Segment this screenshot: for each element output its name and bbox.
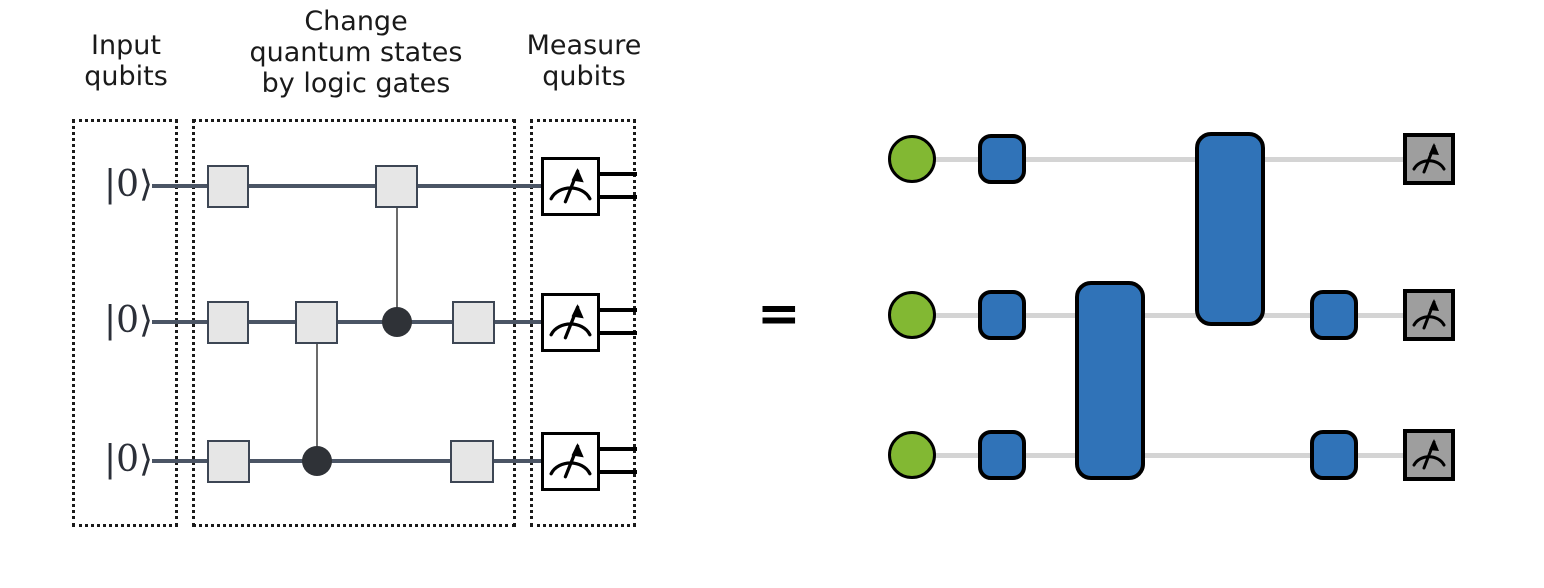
ket-label-q2: |0⟩ [104, 439, 154, 480]
caption-line: qubits [84, 61, 168, 92]
meter-gauge-icon [1412, 143, 1446, 174]
blue-gate-q2-2[interactable] [1310, 430, 1358, 480]
caption-line: qubits [542, 61, 626, 92]
measure-meter-q0[interactable] [541, 157, 600, 216]
measure-meter-q2[interactable] [541, 432, 600, 491]
ket-label-q0: |0⟩ [104, 164, 154, 205]
blue-gate-q0-1[interactable] [978, 134, 1026, 184]
gate-q1-a[interactable] [207, 301, 249, 344]
ket-label-q1: |0⟩ [104, 300, 154, 341]
caption-change-states: Change quantum states by logic gates [236, 6, 476, 99]
right-measure-meter-q2[interactable] [1403, 429, 1455, 481]
measure-output-lead-q2-upper [600, 447, 637, 451]
gate-q2-a[interactable] [207, 440, 250, 483]
right-measure-meter-q1[interactable] [1403, 289, 1455, 341]
measure-output-lead-q1-upper [600, 308, 637, 312]
blue-gate-two-qubit-q0q1[interactable] [1195, 132, 1265, 326]
measure-meter-q1[interactable] [541, 293, 600, 352]
right-measure-meter-q0[interactable] [1403, 133, 1455, 185]
measure-output-lead-q0-lower [600, 195, 637, 199]
meter-gauge-icon [549, 443, 592, 479]
gate-q0-b[interactable] [375, 165, 418, 208]
control-dot-q1[interactable] [382, 307, 412, 337]
control-link-q0-q1 [396, 207, 398, 324]
caption-line: by logic gates [261, 68, 451, 99]
gate-q1-c[interactable] [452, 301, 495, 344]
equals-symbol: = [757, 284, 801, 344]
meter-gauge-icon [1412, 299, 1446, 330]
qubit-wire-q0 [152, 184, 544, 188]
caption-input-qubits: Input qubits [70, 30, 182, 92]
meter-gauge-icon [549, 168, 592, 204]
right-qubit-wire-q0 [930, 157, 1408, 162]
blue-gate-q2-1[interactable] [978, 430, 1026, 480]
control-dot-q2[interactable] [302, 446, 332, 476]
gate-q2-b[interactable] [450, 440, 494, 483]
caption-line: Change [304, 6, 408, 37]
meter-gauge-icon [1412, 439, 1446, 470]
blue-gate-q1-1[interactable] [978, 290, 1026, 340]
caption-line: Measure [526, 30, 642, 61]
init-state-q1[interactable] [888, 291, 936, 339]
measure-output-lead-q1-lower [600, 331, 637, 335]
blue-gate-q1-2[interactable] [1310, 290, 1358, 340]
right-qubit-wire-q1 [930, 313, 1408, 318]
caption-line: Input [91, 30, 161, 61]
qubit-wire-q2 [152, 459, 544, 463]
measure-output-lead-q2-lower [600, 470, 637, 474]
gate-q1-b[interactable] [295, 301, 338, 344]
init-state-q0[interactable] [888, 135, 936, 183]
gate-q0-a[interactable] [207, 165, 249, 208]
control-link-q1-q2 [316, 343, 318, 463]
caption-measure-qubits: Measure qubits [524, 30, 644, 92]
qubit-wire-q1 [152, 320, 544, 324]
blue-gate-two-qubit-q1q2[interactable] [1075, 281, 1145, 480]
init-state-q2[interactable] [888, 431, 936, 479]
right-qubit-wire-q2 [930, 453, 1408, 458]
meter-gauge-icon [549, 304, 592, 340]
measure-output-lead-q0-upper [600, 172, 637, 176]
caption-line: quantum states [249, 37, 463, 68]
